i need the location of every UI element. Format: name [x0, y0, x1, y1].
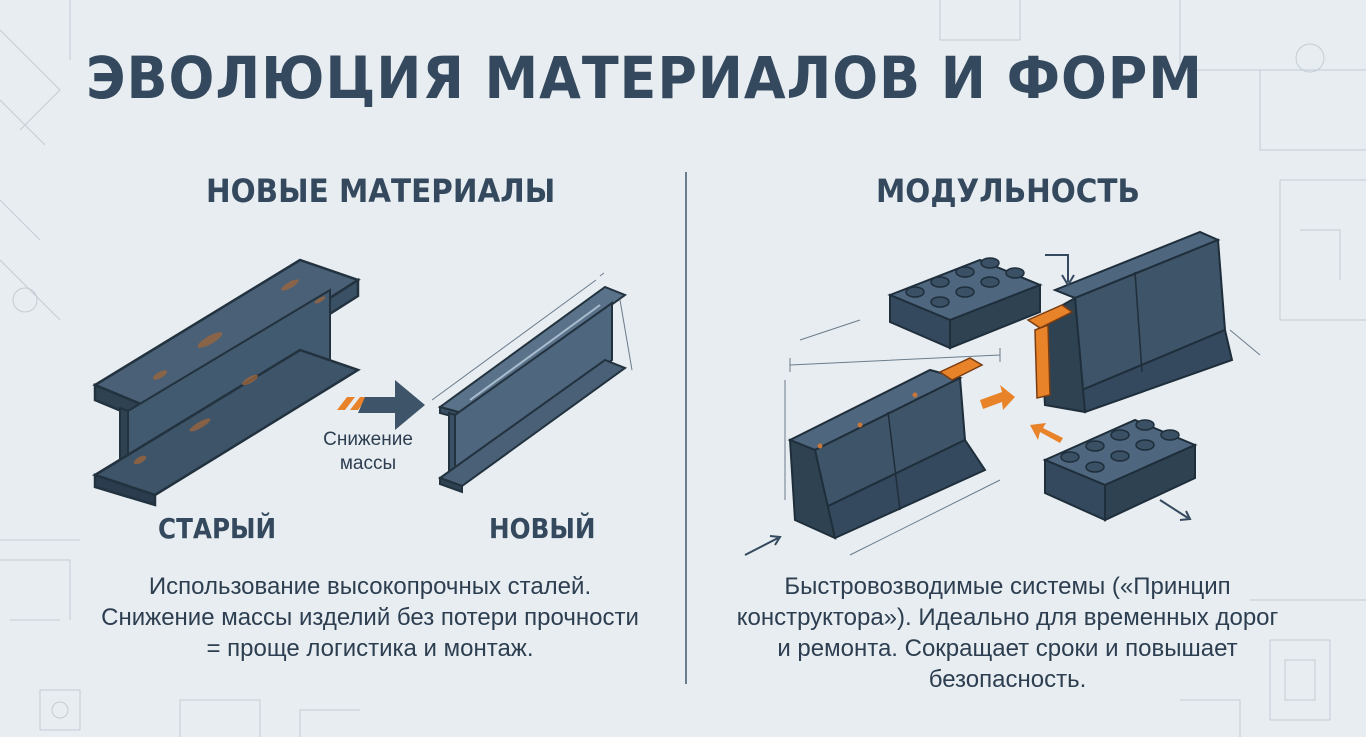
old-beam-label: СТАРЫЙ — [158, 512, 277, 545]
section-divider — [685, 172, 687, 684]
section-heading-new-materials: НОВЫЕ МАТЕРИАЛЫ — [206, 172, 556, 210]
new-i-beam-illustration — [431, 272, 633, 494]
new-beam-label: НОВЫЙ — [489, 512, 596, 545]
section-heading-modularity: МОДУЛЬНОСТЬ — [876, 172, 1140, 210]
page-title: ЭВОЛЮЦИЯ МАТЕРИАЛОВ И ФОРМ — [86, 44, 1203, 112]
modular-blocks-illustration — [744, 230, 1261, 556]
mass-reduction-arrow — [337, 380, 425, 430]
mass-reduction-label: Снижение массы — [323, 429, 413, 474]
old-i-beam-illustration — [92, 258, 361, 507]
new-materials-description: Использование высокопрочных сталей. Сниж… — [101, 573, 639, 662]
modularity-description: Быстровозводимые системы («Принцип конст… — [736, 573, 1279, 693]
